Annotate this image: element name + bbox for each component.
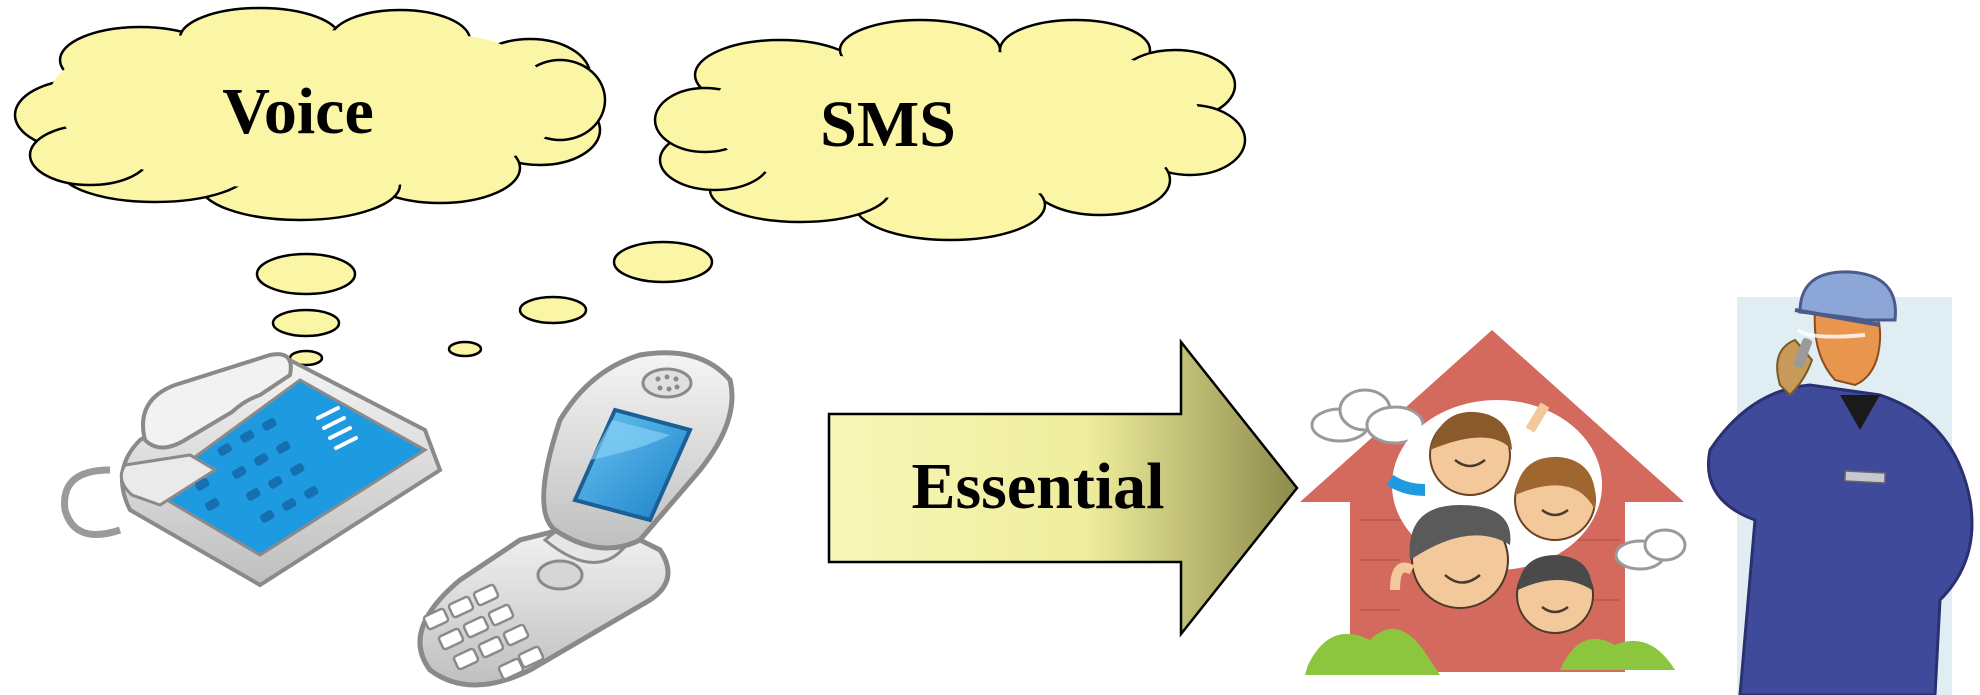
essential-arrow: Essential xyxy=(827,338,1299,638)
desk-phone-icon xyxy=(61,352,443,588)
voice-thought-trail xyxy=(255,252,357,367)
worker-phone-icon xyxy=(1707,270,1974,695)
family-house-icon xyxy=(1300,330,1687,675)
sms-thought-bubble: SMS xyxy=(653,18,1247,242)
sms-thought-trail xyxy=(447,240,714,358)
voice-thought-bubble: Voice xyxy=(13,6,607,222)
essential-label: Essential xyxy=(911,450,1164,523)
voice-label: Voice xyxy=(222,75,374,148)
flip-phone-icon xyxy=(417,350,735,688)
sms-label: SMS xyxy=(820,88,956,161)
